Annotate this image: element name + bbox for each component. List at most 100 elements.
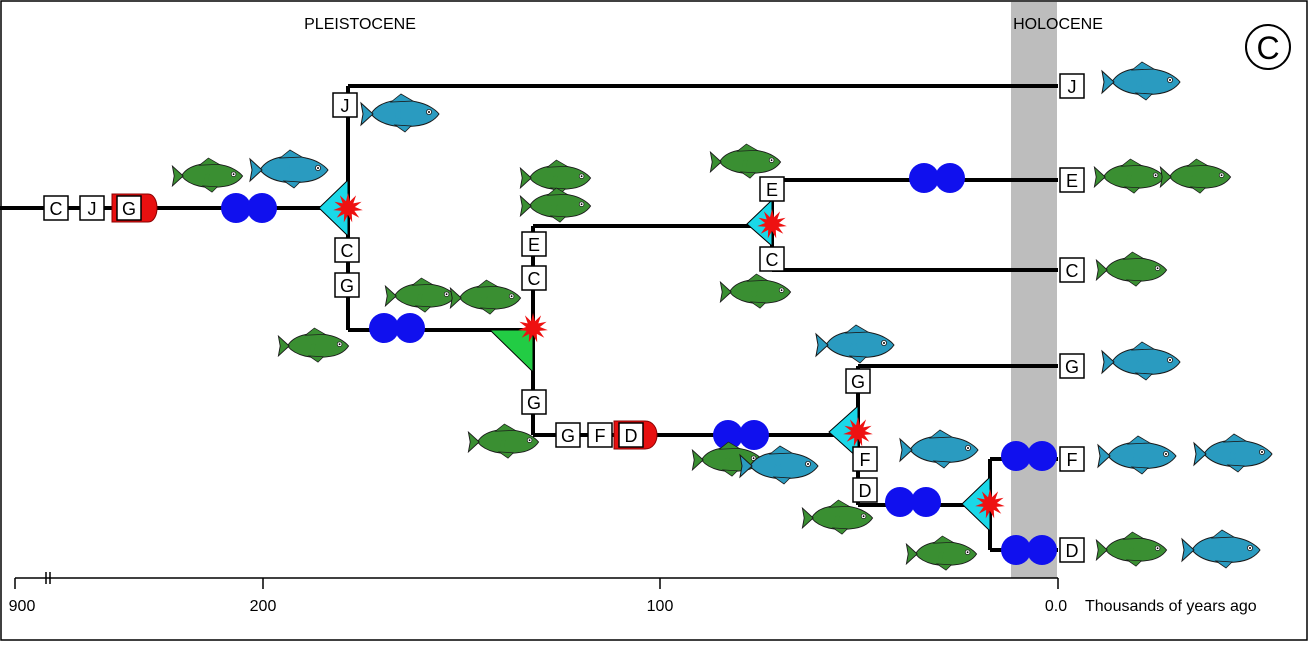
- fish-icon: c: [815, 324, 895, 364]
- svg-text:c: c: [1136, 355, 1144, 372]
- svg-text:J: J: [88, 199, 97, 219]
- node2-chain-box-3: D: [618, 422, 644, 448]
- fish-icon: d: [360, 93, 440, 133]
- svg-text:o: o: [751, 285, 759, 301]
- svg-text:C: C: [50, 199, 63, 219]
- fish-icon: n: [277, 327, 350, 363]
- svg-text:F: F: [860, 450, 871, 470]
- svg-text:C: C: [528, 269, 541, 289]
- svg-text:n: n: [1127, 543, 1135, 559]
- node4-top-box: G: [845, 368, 871, 394]
- svg-text:n: n: [309, 339, 317, 355]
- axis-tick-label: 0.0: [1045, 598, 1067, 615]
- fish-icon: e: [1159, 158, 1232, 194]
- bottleneck-root: [221, 193, 277, 223]
- chromosome-boxes: C J G J C G E C G G F D E C G F D J E C …: [43, 73, 1085, 563]
- fish-icon: b: [1193, 433, 1273, 473]
- node4-bottom-box-2: D: [852, 477, 878, 503]
- axis-unit-label: Thousands of years ago: [1085, 598, 1257, 615]
- node3-bottom-box: C: [759, 246, 785, 272]
- svg-text:G: G: [527, 393, 541, 413]
- axis-tick-label: 200: [250, 598, 277, 615]
- red-bursts: [333, 193, 1005, 519]
- svg-text:a: a: [934, 443, 943, 460]
- red-burst-icon: [843, 417, 873, 447]
- svg-text:o: o: [481, 291, 489, 307]
- bottleneck-node1-lower: [369, 313, 425, 343]
- svg-text:G: G: [851, 372, 865, 392]
- green-triangle-node2: [488, 329, 534, 374]
- svg-text:G: G: [340, 276, 354, 296]
- svg-text:J: J: [1068, 77, 1077, 97]
- svg-text:C: C: [1066, 261, 1079, 281]
- bottleneck-E: [909, 163, 965, 193]
- root-box-3: G: [116, 195, 142, 221]
- tip-box-C: C: [1059, 257, 1085, 283]
- svg-text:o: o: [551, 199, 559, 215]
- fish-icon: o: [719, 273, 792, 309]
- root-box-1: C: [43, 195, 69, 221]
- svg-text:c: c: [774, 459, 782, 476]
- fish-icon: d: [249, 149, 329, 189]
- tip-box-D: D: [1059, 537, 1085, 563]
- fish-icon: a: [1097, 435, 1177, 475]
- svg-text:E: E: [528, 235, 540, 255]
- svg-text:n: n: [937, 547, 945, 563]
- fish-icons: n d d n n o n o n n o n c c a n n d n e …: [171, 61, 1273, 571]
- axis-tick-label: 900: [9, 598, 36, 615]
- axis-tick-label: 100: [647, 598, 674, 615]
- fish-icon: n: [905, 535, 978, 571]
- svg-text:D: D: [625, 426, 638, 446]
- svg-text:n: n: [203, 169, 211, 185]
- bottleneck-D: [1001, 535, 1057, 565]
- fish-icon: f: [1181, 529, 1261, 569]
- bottleneck-markers: [221, 163, 1057, 565]
- time-axis: [14, 572, 1059, 589]
- node1-bottom-box-2: G: [334, 272, 360, 298]
- fish-icon: c: [739, 445, 819, 485]
- svg-text:J: J: [341, 96, 350, 116]
- svg-text:n: n: [833, 511, 841, 527]
- svg-text:E: E: [1066, 171, 1078, 191]
- node2-upper-box-1: E: [521, 231, 547, 257]
- node2-lower-box: G: [521, 389, 547, 415]
- tip-box-J: J: [1059, 73, 1085, 99]
- fish-icon: o: [519, 187, 592, 223]
- svg-text:F: F: [595, 426, 606, 446]
- svg-text:D: D: [859, 481, 872, 501]
- svg-text:c: c: [850, 338, 858, 355]
- node4-bottom-box-1: F: [852, 446, 878, 472]
- bottleneck-node4-lower: [885, 487, 941, 517]
- svg-text:d: d: [1136, 75, 1145, 92]
- svg-text:E: E: [766, 180, 778, 200]
- tip-box-F: F: [1059, 446, 1085, 472]
- red-burst-icon: [518, 313, 548, 343]
- svg-text:G: G: [561, 426, 575, 446]
- svg-text:d: d: [284, 163, 293, 180]
- fish-icon: n: [1093, 158, 1166, 194]
- fish-icon: d: [1101, 61, 1181, 101]
- fish-icon: n: [691, 441, 764, 477]
- svg-text:n: n: [723, 453, 731, 469]
- svg-text:n: n: [416, 289, 424, 305]
- fish-icon: n: [384, 277, 457, 313]
- fish-icon: c: [1101, 341, 1181, 381]
- panel-label: C: [1256, 30, 1279, 66]
- svg-text:a: a: [1132, 449, 1141, 466]
- node2-chain-box-1: G: [555, 422, 581, 448]
- node3-top-box: E: [759, 176, 785, 202]
- fish-icon: n: [709, 143, 782, 179]
- svg-text:D: D: [1066, 541, 1079, 561]
- red-burst-icon: [757, 209, 787, 239]
- fish-icon: n: [519, 159, 592, 195]
- period-label-holocene: HOLOCENE: [1013, 16, 1103, 33]
- svg-text:G: G: [122, 199, 136, 219]
- fish-icon: o: [449, 279, 522, 315]
- svg-text:n: n: [551, 171, 559, 187]
- tree-branches: [0, 84, 1058, 552]
- period-label-pleistocene: PLEISTOCENE: [304, 16, 416, 33]
- fish-icon: n: [467, 423, 540, 459]
